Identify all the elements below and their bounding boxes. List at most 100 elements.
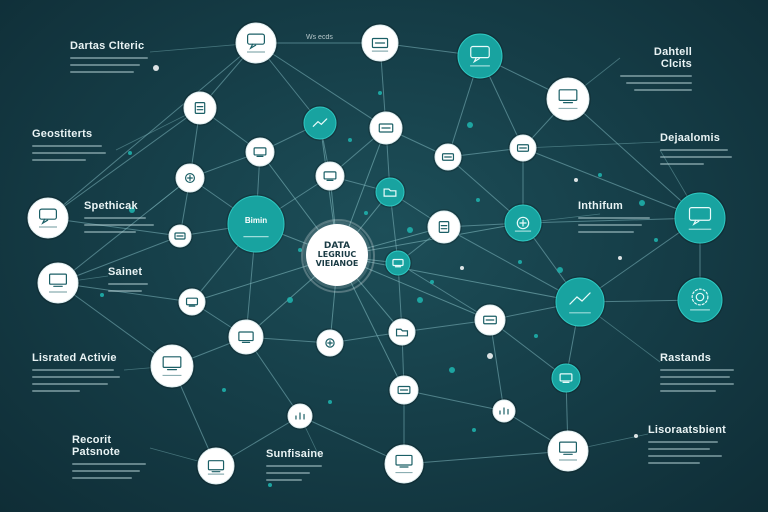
network-node-ab[interactable] bbox=[387, 317, 417, 347]
network-node-b[interactable] bbox=[360, 23, 400, 63]
network-node-ae[interactable] bbox=[388, 374, 420, 406]
database-icon bbox=[184, 172, 196, 184]
white-node-circle bbox=[183, 91, 217, 125]
network-node-l[interactable] bbox=[314, 160, 346, 192]
network-node-r[interactable] bbox=[167, 223, 193, 249]
top-node-label: Ws ecds bbox=[306, 34, 333, 41]
teal-node-circle bbox=[375, 177, 405, 207]
scatter-dot bbox=[472, 428, 476, 432]
label-dahtell-clicts: Dahtell Clcits bbox=[653, 46, 692, 70]
hub-edge bbox=[337, 255, 581, 303]
network-edge bbox=[57, 177, 191, 284]
network-node-a[interactable] bbox=[234, 21, 278, 65]
monitor-icon bbox=[558, 89, 578, 104]
network-node-s[interactable] bbox=[673, 191, 727, 245]
label-block-sunfisaine: Sunfisaine bbox=[266, 448, 338, 481]
network-node-z[interactable] bbox=[473, 303, 507, 337]
network-node-i[interactable] bbox=[433, 142, 463, 172]
chart-icon bbox=[312, 118, 328, 127]
chat-icon bbox=[247, 33, 266, 50]
network-node-e[interactable] bbox=[182, 90, 218, 126]
scatter-dot bbox=[634, 434, 638, 438]
chat-icon bbox=[295, 412, 305, 420]
center-hub-title: DATA LEGRIUC VIEIANOE bbox=[306, 224, 368, 286]
scatter-dot bbox=[128, 151, 132, 155]
network-node-ai[interactable] bbox=[383, 443, 425, 485]
network-node-d[interactable] bbox=[545, 76, 591, 122]
white-node-circle bbox=[178, 288, 206, 316]
center-title-line1: DATA bbox=[323, 240, 351, 251]
network-node-u[interactable] bbox=[36, 261, 80, 305]
network-node-af[interactable] bbox=[286, 402, 314, 430]
teal-node-circle bbox=[674, 192, 726, 244]
label-block-sainet: Sainet bbox=[108, 266, 160, 292]
white-node-circle bbox=[27, 197, 69, 239]
monitor-icon bbox=[48, 273, 67, 287]
network-node-y[interactable] bbox=[227, 318, 265, 356]
network-node-x[interactable] bbox=[177, 287, 207, 317]
white-node-circle bbox=[37, 262, 79, 304]
network-node-m[interactable] bbox=[374, 176, 406, 208]
network-edge bbox=[522, 147, 701, 219]
label-spethicak: Spethicak bbox=[84, 200, 138, 212]
network-edge bbox=[47, 42, 257, 219]
network-node-j[interactable] bbox=[508, 133, 538, 163]
folder-icon bbox=[691, 288, 709, 306]
white-node-circle bbox=[547, 430, 589, 472]
network-edge bbox=[57, 235, 181, 284]
scatter-dot bbox=[287, 297, 293, 303]
network-edge bbox=[567, 98, 701, 219]
network-node-f[interactable] bbox=[302, 105, 338, 141]
network-node-o[interactable] bbox=[226, 194, 286, 254]
label-sunfisaine: Sunfisaine bbox=[266, 448, 324, 460]
white-node-circle bbox=[388, 318, 416, 346]
network-nodes: Bimin bbox=[26, 21, 727, 486]
chat-icon bbox=[688, 207, 712, 226]
teal-node-circle bbox=[457, 33, 503, 79]
monitor-icon bbox=[395, 454, 413, 468]
scatter-dot bbox=[364, 211, 368, 215]
network-edge bbox=[47, 217, 181, 237]
network-node-ad[interactable] bbox=[550, 362, 582, 394]
network-node-c[interactable] bbox=[456, 32, 504, 80]
network-node-h[interactable] bbox=[244, 136, 276, 168]
scatter-dot bbox=[348, 138, 352, 142]
network-edge bbox=[522, 217, 701, 224]
label-block-lisrated-activie: Lisrated Activie bbox=[32, 352, 122, 392]
scatter-dot bbox=[654, 238, 658, 242]
network-node-ah[interactable] bbox=[196, 446, 236, 486]
document-icon bbox=[441, 153, 455, 161]
network-node-ag[interactable] bbox=[491, 398, 517, 424]
chat-icon bbox=[499, 407, 509, 415]
document-icon bbox=[483, 315, 497, 325]
scatter-dot bbox=[534, 334, 538, 338]
monitor-icon bbox=[253, 147, 267, 158]
network-node-v[interactable] bbox=[554, 276, 606, 328]
chart-icon bbox=[569, 292, 591, 305]
document-icon bbox=[397, 385, 411, 395]
scatter-dot bbox=[430, 280, 434, 284]
network-node-g[interactable] bbox=[368, 110, 404, 146]
network-node-w[interactable] bbox=[676, 276, 724, 324]
label-block-dahtell-clicts: Dahtell Clcits bbox=[620, 46, 692, 91]
network-node-aa[interactable] bbox=[315, 328, 345, 358]
scatter-dot bbox=[222, 388, 226, 392]
network-node-ac[interactable] bbox=[149, 343, 195, 389]
scatter-dot bbox=[129, 207, 135, 213]
white-node-circle bbox=[546, 77, 590, 121]
scatter-dot bbox=[574, 178, 578, 182]
white-node-circle bbox=[197, 447, 235, 485]
network-node-t[interactable] bbox=[384, 249, 412, 277]
network-node-aj[interactable] bbox=[546, 429, 590, 473]
scatter-dot bbox=[639, 200, 645, 206]
network-node-q[interactable] bbox=[503, 203, 543, 243]
network-node-n[interactable] bbox=[26, 196, 70, 240]
network-icon bbox=[194, 102, 206, 114]
network-node-k[interactable] bbox=[174, 162, 206, 194]
network-node-p[interactable] bbox=[426, 209, 462, 245]
network-edge bbox=[489, 319, 567, 379]
network-edge bbox=[57, 282, 193, 303]
scatter-dot bbox=[449, 367, 455, 373]
scatter-dot bbox=[518, 260, 522, 264]
